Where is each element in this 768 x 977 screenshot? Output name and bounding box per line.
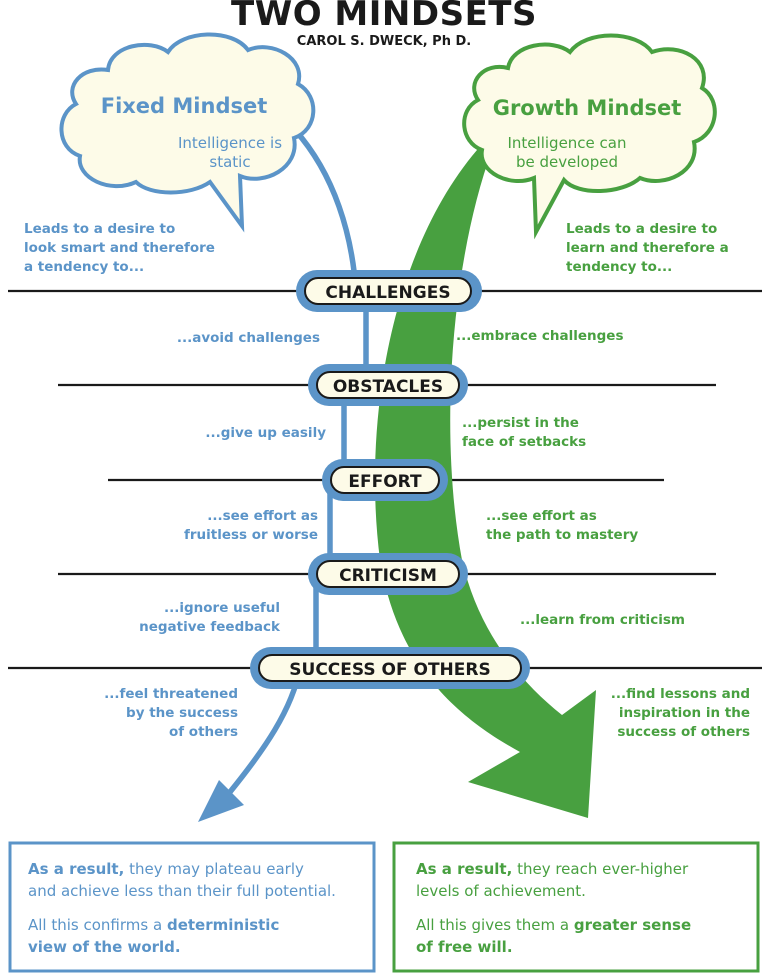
fixed-response-effort-line-1: ...see effort as	[207, 508, 318, 524]
growth-lead-line-2: learn and therefore a	[566, 240, 729, 256]
fixed-result-text: As a result, they may plateau early and …	[28, 858, 368, 970]
fixed-response-challenges: ...avoid challenges	[176, 330, 320, 346]
growth-result-lead: As a result,	[416, 860, 513, 878]
fixed-response-effort: ...see effort as fruitless or worse	[100, 507, 318, 545]
fixed-arrowhead	[198, 780, 244, 822]
growth-lead-text: Leads to a desire to learn and therefore…	[566, 220, 766, 277]
growth-response-effort-line-2: the path to mastery	[486, 527, 639, 543]
growth-response-success-line-2: inspiration in the	[618, 705, 750, 721]
fixed-result-lead: As a result,	[28, 860, 125, 878]
growth-result-line-1: they reach ever-higher	[517, 860, 689, 878]
growth-response-success-line-3: success of others	[617, 724, 750, 740]
fixed-result-bold-2: view of the world.	[28, 938, 181, 956]
growth-response-criticism: ...learn from criticism	[520, 612, 685, 628]
growth-response-effort: ...see effort as the path to mastery	[486, 507, 686, 545]
fixed-response-success-line-1: ...feel threatened	[104, 686, 238, 702]
fixed-cloud-subtitle-line-2: static	[209, 153, 251, 171]
fixed-result-box	[8, 841, 376, 973]
fixed-result-paragraph-1: As a result, they may plateau early and …	[28, 858, 368, 902]
fixed-result-line-2: and achieve less than their full potenti…	[28, 882, 336, 900]
growth-result-bold-1: greater sense	[573, 916, 692, 934]
growth-result-text: As a result, they reach ever-higher leve…	[416, 858, 752, 970]
fixed-response-criticism: ...ignore useful negative feedback	[80, 599, 280, 637]
growth-cloud-subtitle: Intelligence can be developed	[492, 134, 642, 172]
page-subtitle: CAROL S. DWECK, Ph D.	[296, 34, 472, 49]
topic-obstacles: OBSTACLES	[316, 371, 460, 399]
growth-response-obstacles-line-2: face of setbacks	[462, 434, 587, 450]
fixed-result-confirm: All this confirms a	[28, 916, 163, 934]
growth-response-effort-line-1: ...see effort as	[486, 508, 597, 524]
fixed-response-criticism-line-2: negative feedback	[139, 619, 280, 635]
growth-lead-line-1: Leads to a desire to	[566, 221, 718, 237]
fixed-result-line-1: they may plateau early	[129, 860, 304, 878]
topic-challenges: CHALLENGES	[304, 277, 472, 305]
fixed-result-bold-1: deterministic	[166, 916, 280, 934]
growth-cloud-title: Growth Mindset	[492, 96, 682, 120]
topic-success-of-others: SUCCESS OF OTHERS	[258, 654, 522, 682]
fixed-response-criticism-line-1: ...ignore useful	[164, 600, 280, 616]
fixed-response-success: ...feel threatened by the success of oth…	[40, 685, 238, 742]
growth-lead-line-3: tendency to...	[566, 259, 673, 275]
growth-response-obstacles: ...persist in the face of setbacks	[462, 414, 662, 452]
growth-cloud-subtitle-line-1: Intelligence can	[507, 134, 627, 152]
fixed-response-effort-line-2: fruitless or worse	[183, 527, 318, 543]
growth-response-obstacles-line-1: ...persist in the	[462, 415, 579, 431]
fixed-lead-line-1: Leads to a desire to	[24, 221, 176, 237]
fixed-lead-line-2: look smart and therefore	[24, 240, 215, 256]
fixed-cloud-title: Fixed Mindset	[100, 94, 268, 118]
growth-result-gives: All this gives them a	[416, 916, 570, 934]
growth-result-paragraph-1: As a result, they reach ever-higher leve…	[416, 858, 752, 902]
growth-result-box	[392, 841, 760, 973]
page-title: TWO MINDSETS	[231, 0, 537, 34]
topic-criticism: CRITICISM	[316, 560, 460, 588]
fixed-response-success-line-3: of others	[168, 724, 238, 740]
fixed-cloud	[59, 32, 316, 233]
growth-result-bold-2: of free will.	[416, 938, 513, 956]
fixed-response-success-line-2: by the success	[126, 705, 238, 721]
fixed-response-obstacles: ...give up easily	[205, 425, 326, 441]
growth-cloud	[462, 33, 717, 240]
fixed-lead-line-3: a tendency to...	[24, 259, 145, 275]
fixed-lead-text: Leads to a desire to look smart and ther…	[24, 220, 264, 277]
growth-response-challenges: ...embrace challenges	[456, 328, 624, 344]
growth-cloud-subtitle-line-2: be developed	[516, 153, 618, 171]
growth-response-success: ...find lessons and inspiration in the s…	[540, 685, 750, 742]
topic-effort: EFFORT	[330, 466, 440, 494]
growth-result-paragraph-2: All this gives them a greater sense of f…	[416, 914, 752, 958]
growth-response-success-line-1: ...find lessons and	[610, 686, 750, 702]
growth-result-line-2: levels of achievement.	[416, 882, 586, 900]
fixed-cloud-subtitle-line-1: Intelligence is	[177, 134, 283, 152]
fixed-cloud-subtitle: Intelligence is static	[160, 134, 300, 172]
fixed-result-paragraph-2: All this confirms a deterministic view o…	[28, 914, 368, 958]
